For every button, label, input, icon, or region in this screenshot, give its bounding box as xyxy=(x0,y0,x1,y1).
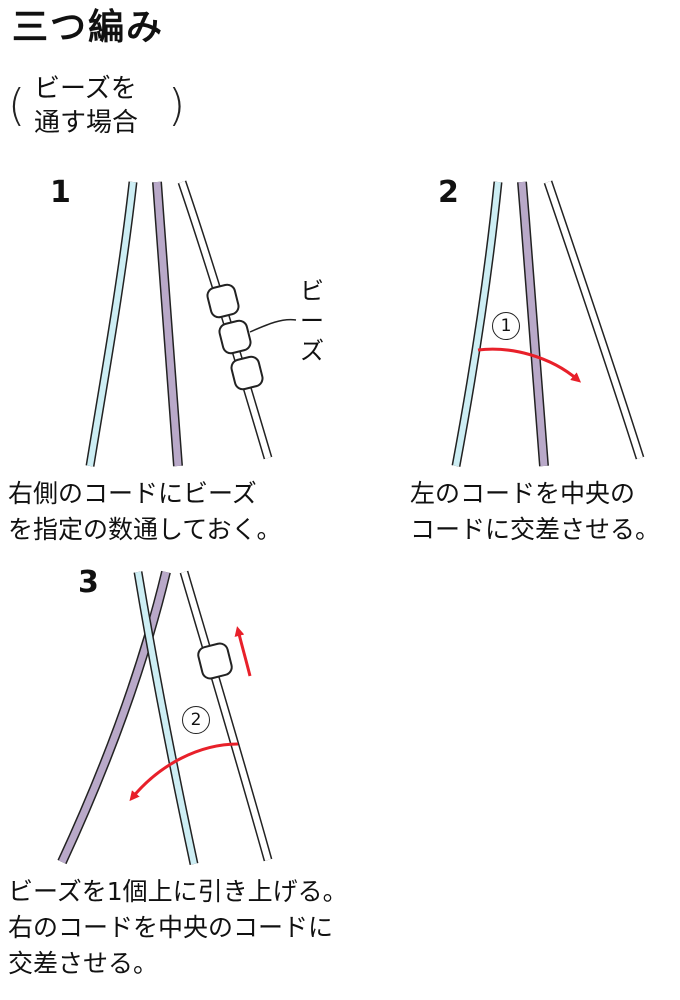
step-1-bead-leader-line xyxy=(249,318,297,333)
subtitle: ビーズを 通す場合 xyxy=(34,72,174,140)
step-3-number: 3 xyxy=(78,565,99,600)
step-2-caption-line-2: コードに交差させる。 xyxy=(410,515,661,544)
subtitle-close-paren: ) xyxy=(168,80,186,131)
step-1-bead-3 xyxy=(230,355,264,391)
step-2-caption-line-1: 左のコードを中央の xyxy=(410,479,636,508)
step-3-caption-line-1: ビーズを1個上に引き上げる。 xyxy=(8,877,348,906)
step-3-caption: ビーズを1個上に引き上げる。 右のコードを中央のコードに 交差させる。 xyxy=(8,874,348,982)
step-3-up-arrow xyxy=(234,626,252,677)
step-1-caption-line-1: 右側のコードにビーズ xyxy=(8,479,257,508)
step-1-bead-1 xyxy=(206,283,240,319)
step-2-number: 2 xyxy=(438,175,459,210)
step-1-illustration xyxy=(85,180,297,467)
bead-label: ビー ズ xyxy=(298,276,326,366)
step-3-illustration xyxy=(57,570,273,865)
step-3-bead xyxy=(197,642,233,680)
step-1-bead-2 xyxy=(218,319,252,355)
step-1-number: 1 xyxy=(50,175,71,210)
step-3-left-arrow xyxy=(129,742,239,802)
subtitle-line-2: 通す場合 xyxy=(34,108,139,138)
step-2-illustration xyxy=(451,180,645,467)
page-title: 三つ編み xyxy=(12,7,165,48)
step-3-caption-line-2: 右のコードを中央のコードに xyxy=(8,913,334,942)
step-3-marker: 2 xyxy=(182,706,210,734)
step-3-caption-line-3: 交差させる。 xyxy=(8,949,159,978)
bead-label-line-2: ズ xyxy=(300,337,324,365)
subtitle-line-1: ビーズを xyxy=(34,74,137,104)
step-1-caption-line-2: を指定の数通しておく。 xyxy=(8,515,282,544)
step-3-cord-purple xyxy=(57,570,171,865)
step-2-arrow xyxy=(477,347,582,383)
bead-label-line-1: ビー xyxy=(300,277,324,335)
subtitle-open-paren: ( xyxy=(8,80,26,131)
step-1-caption: 右側のコードにビーズ を指定の数通しておく。 xyxy=(8,476,282,548)
step-2-caption: 左のコードを中央の コードに交差させる。 xyxy=(410,476,660,548)
step-2-marker: 1 xyxy=(492,312,520,340)
